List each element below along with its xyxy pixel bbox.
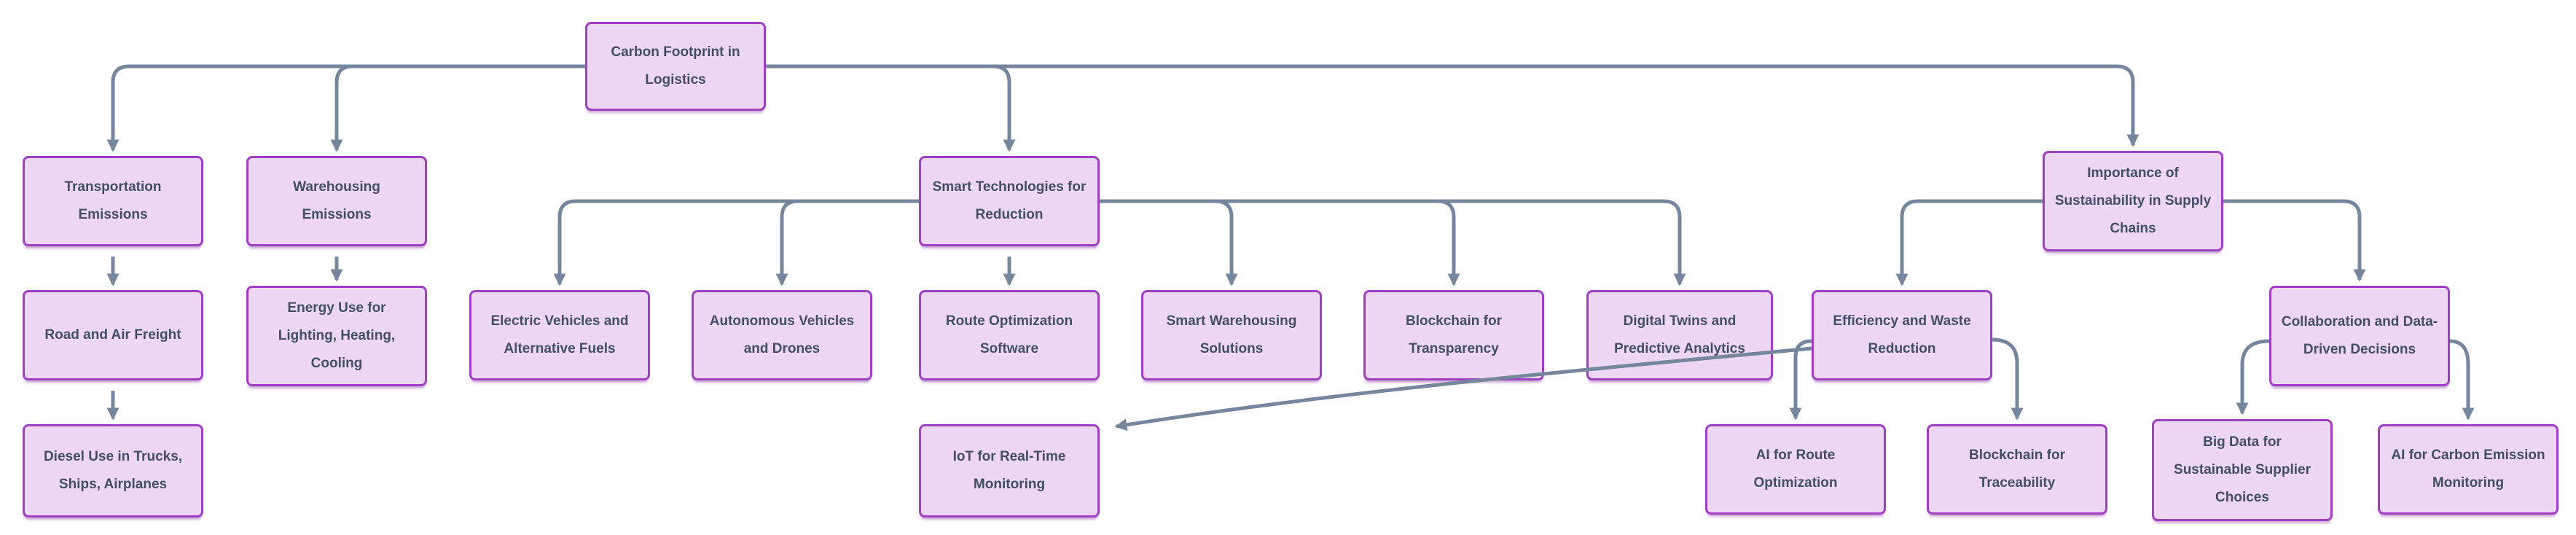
node-blockchain-for-transparency: Blockchain for Transparency xyxy=(1363,290,1544,380)
node-smart-technologies-for-reduction: Smart Technologies for Reduction xyxy=(919,156,1100,246)
node-collaboration-data-driven-decisions: Collaboration and Data-Driven Decisions xyxy=(2269,286,2450,386)
edge-root-warehousing xyxy=(330,64,353,152)
node-route-optimization-software: Route Optimization Software xyxy=(919,290,1100,380)
node-iot-real-time-monitoring: IoT for Real-Time Monitoring xyxy=(919,424,1100,518)
node-transportation-emissions: Transportation Emissions xyxy=(23,156,203,246)
edge-root-smart-tech xyxy=(993,64,1016,152)
edge-root-transportation xyxy=(106,64,585,152)
node-blockchain-for-traceability: Blockchain for Traceability xyxy=(1927,424,2107,515)
node-diesel-use-trucks-ships-airplanes: Diesel Use in Trucks, Ships, Airplanes xyxy=(23,424,203,518)
edge-smart-tech-smart-warehousing xyxy=(1215,199,1238,286)
edge-smart-tech-autonomous xyxy=(775,199,799,286)
node-smart-warehousing-solutions: Smart Warehousing Solutions xyxy=(1141,290,1322,380)
node-autonomous-vehicles-drones: Autonomous Vehicles and Drones xyxy=(692,290,872,380)
edge-smart-tech-digital-twins xyxy=(1100,199,1686,286)
edge-collaboration-big-data xyxy=(2236,339,2270,415)
node-efficiency-and-waste-reduction: Efficiency and Waste Reduction xyxy=(1812,290,1992,380)
node-big-data-sustainable-supplier-choices: Big Data for Sustainable Supplier Choice… xyxy=(2152,419,2333,521)
edge-importance-collaboration xyxy=(2223,199,2366,282)
node-carbon-footprint-in-logistics: Carbon Footprint in Logistics xyxy=(585,22,766,111)
edge-efficiency-ai-route xyxy=(1789,339,1812,421)
node-ai-for-carbon-emission-monitoring: AI for Carbon Emission Monitoring xyxy=(2378,424,2559,515)
node-energy-use-lighting-heating-cooling: Energy Use for Lighting, Heating, Coolin… xyxy=(246,286,427,386)
edge-smart-tech-blockchain-transparency xyxy=(1437,199,1460,286)
node-electric-vehicles-alternative-fuels: Electric Vehicles and Alternative Fuels xyxy=(469,290,650,380)
edge-efficiency-blockchain-traceability xyxy=(1992,337,2024,421)
edge-collaboration-ai-carbon xyxy=(2449,339,2475,421)
edge-root-importance xyxy=(766,64,2140,147)
node-ai-for-route-optimization: AI for Route Optimization xyxy=(1705,424,1886,515)
node-road-and-air-freight: Road and Air Freight xyxy=(23,290,203,380)
edge-smart-tech-electric-vehicles xyxy=(553,199,919,286)
node-digital-twins-predictive-analytics: Digital Twins and Predictive Analytics xyxy=(1586,290,1773,380)
node-importance-of-sustainability: Importance of Sustainability in Supply C… xyxy=(2043,151,2223,251)
node-warehousing-emissions: Warehousing Emissions xyxy=(246,156,427,246)
edge-importance-efficiency xyxy=(1895,199,2043,286)
